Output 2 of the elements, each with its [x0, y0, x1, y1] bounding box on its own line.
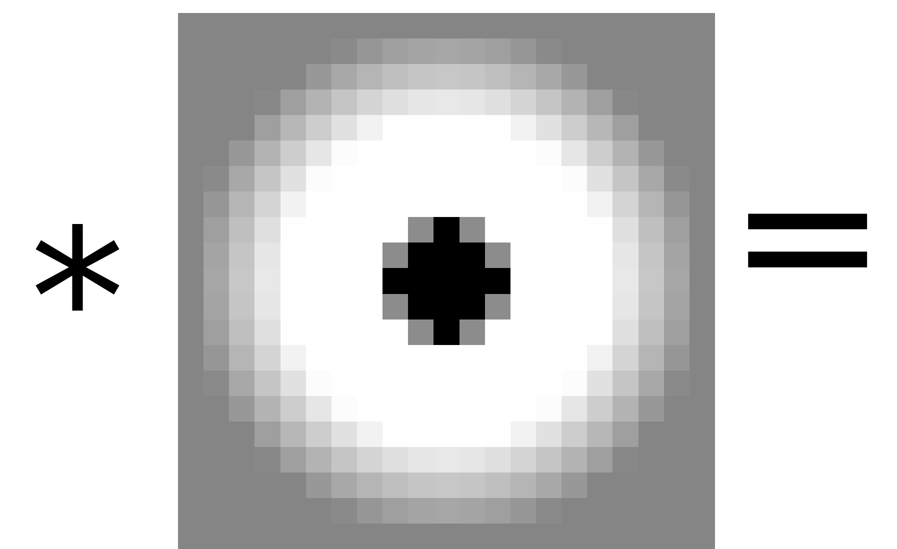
convolution-operator: *	[30, 205, 125, 395]
equals-sign: =	[728, 140, 888, 330]
